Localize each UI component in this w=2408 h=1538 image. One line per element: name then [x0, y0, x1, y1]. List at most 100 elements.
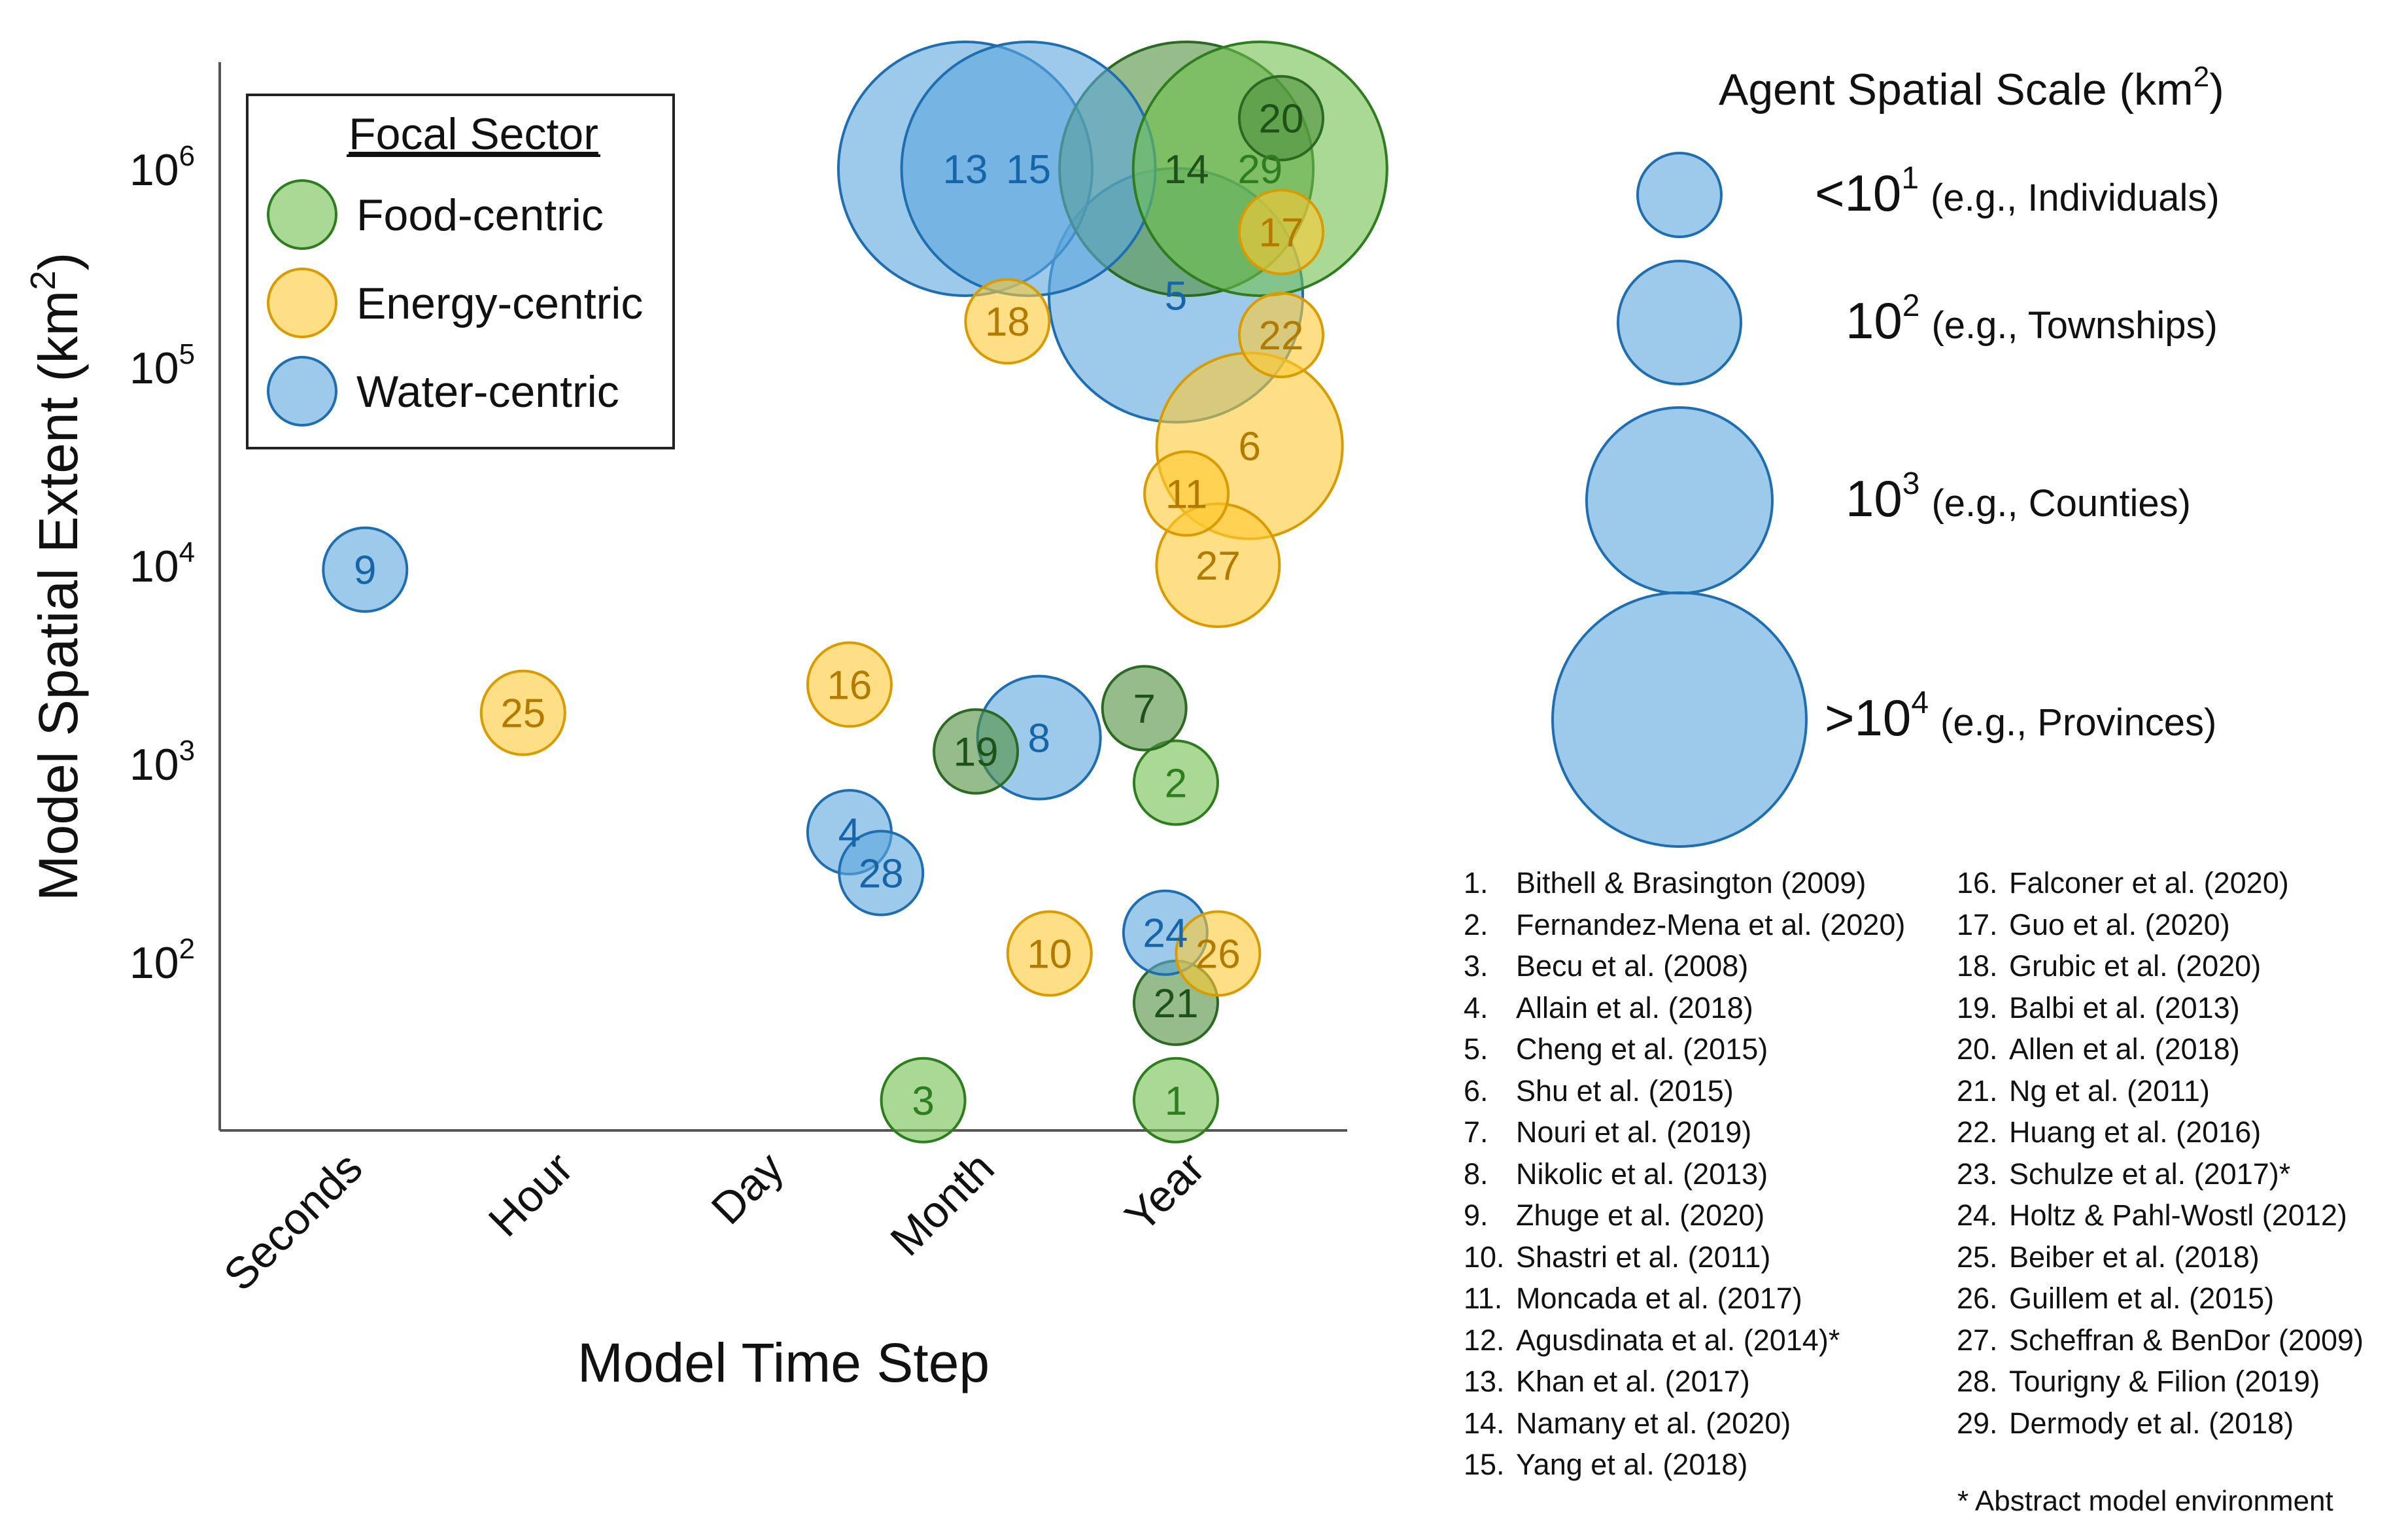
size-legend-circle-4 [1551, 591, 1808, 848]
reference-text: Namany et al. (2020) [1516, 1406, 1791, 1440]
reference-number: 5. [1464, 1032, 1488, 1066]
reference-number: 18. [1957, 949, 1998, 983]
reference-item: 4.Allain et al. (2018) [1464, 987, 1905, 1029]
reference-text: Becu et al. (2008) [1516, 949, 1749, 983]
bubble-22 [1238, 292, 1324, 379]
reference-column-1: 1.Bithell & Brasington (2009)2.Fernandez… [1464, 862, 1905, 1486]
reference-text: Moncada et al. (2017) [1516, 1282, 1802, 1315]
reference-number: 9. [1464, 1198, 1488, 1232]
reference-text: Nouri et al. (2019) [1516, 1115, 1752, 1149]
bubble-1 [1133, 1057, 1219, 1144]
reference-item: 2.Fernandez-Mena et al. (2020) [1464, 904, 1905, 946]
reference-text: Schulze et al. (2017)* [2009, 1157, 2291, 1191]
legend-label-energy: Energy-centric [356, 279, 643, 328]
legend-label-water: Water-centric [356, 367, 619, 417]
reference-number: 7. [1464, 1115, 1488, 1149]
reference-item: 14. Namany et al. (2020) [1464, 1403, 1905, 1444]
bubble-label-15: 15 [1006, 147, 1051, 192]
bubble-label-21: 21 [1154, 981, 1199, 1026]
reference-number: 16. [1957, 866, 1998, 900]
y-tick-label: 102 [129, 933, 195, 988]
size-legend-label-1: <101(e.g., Individuals) [1815, 161, 2220, 222]
reference-column-2: 16.Falconer et al. (2020)17.Guo et al. (… [1957, 862, 2364, 1444]
reference-item: 13.Khan et al. (2017) [1464, 1361, 1905, 1403]
size-legend: Agent Spatial Scale (km2) <101(e.g., Indi… [1551, 61, 2224, 848]
reference-number: 3. [1464, 949, 1488, 983]
bubble-label-25: 25 [500, 691, 545, 737]
bubble-label-4: 4 [838, 811, 861, 856]
reference-item: 20. Allen et al. (2018) [1957, 1028, 2364, 1070]
bubble-label-13: 13 [943, 147, 988, 192]
sector-legend-title: Focal Sector [349, 109, 598, 159]
reference-number: 21. [1957, 1074, 1998, 1108]
reference-item: 24. Holtz & Pahl-Wostl (2012) [1957, 1195, 2364, 1236]
x-tick-label: Seconds [215, 1143, 372, 1301]
bubble-label-16: 16 [827, 663, 872, 708]
reference-text: Holtz & Pahl-Wostl (2012) [2009, 1198, 2347, 1232]
reference-text: Nikolic et al. (2013) [1516, 1157, 1768, 1191]
reference-text: Balbi et al. (2013) [2009, 990, 2240, 1024]
reference-text: Allen et al. (2018) [2009, 1032, 2240, 1066]
reference-number: 10. [1464, 1240, 1505, 1274]
reference-text: Fernandez-Mena et al. (2020) [1516, 907, 1906, 941]
sector-legend: Focal SectorFood-centricEnergy-centricWa… [246, 94, 675, 449]
reference-item: 7. Nouri et al. (2019) [1464, 1111, 1905, 1153]
x-tick-label: Day [702, 1143, 793, 1234]
reference-number: 29. [1957, 1406, 1998, 1440]
bubble-label-22: 22 [1259, 313, 1304, 358]
y-axis-title: Model Spatial Extent (km2) [24, 253, 89, 901]
bubble-label-24: 24 [1143, 911, 1188, 956]
reference-text: Shu et al. (2015) [1516, 1074, 1734, 1108]
bubble-label-8: 8 [1027, 716, 1050, 761]
reference-text: Ng et al. (2011) [2009, 1074, 2210, 1108]
reference-number: 28. [1957, 1365, 1998, 1398]
reference-item: 1.Bithell & Brasington (2009) [1464, 862, 1905, 904]
reference-text: Huang et al. (2016) [2009, 1115, 2262, 1149]
reference-list: 1.Bithell & Brasington (2009)2.Fernandez… [1464, 862, 2399, 1516]
bubble-label-27: 27 [1195, 544, 1241, 589]
reference-item: 21. Ng et al. (2011) [1957, 1070, 2364, 1112]
x-tick-label: Month [881, 1143, 1003, 1265]
size-legend-title: Agent Spatial Scale (km2) [1719, 61, 2224, 114]
reference-number: 20. [1957, 1032, 1998, 1066]
y-tick-label: 105 [129, 338, 195, 393]
size-legend-circle-2 [1617, 260, 1742, 385]
bubble-20 [1238, 75, 1324, 162]
x-axis-title: Model Time Step [577, 1332, 989, 1393]
bubble-3 [880, 1057, 967, 1144]
reference-number: 25. [1957, 1240, 1998, 1274]
size-legend-label-3: 103(e.g., Counties) [1846, 466, 2191, 527]
reference-text: Guo et al. (2020) [2009, 907, 2230, 941]
reference-item: 18. Grubic et al. (2020) [1957, 945, 2364, 987]
reference-number: 23. [1957, 1157, 1998, 1191]
footnote: * Abstract model environment [1957, 1485, 2333, 1517]
reference-text: Grubic et al. (2020) [2009, 949, 2262, 983]
reference-item: 19.Balbi et al. (2013) [1957, 987, 2364, 1029]
size-legend-label-4: >104(e.g., Provinces) [1825, 686, 2216, 746]
reference-number: 27. [1957, 1323, 1998, 1357]
reference-number: 11. [1464, 1282, 1503, 1315]
bubble-label-26: 26 [1195, 932, 1241, 977]
bubble-label-17: 17 [1259, 211, 1304, 256]
bubbles [322, 41, 1388, 1144]
reference-text: Falconer et al. (2020) [2009, 866, 2289, 900]
reference-text: Beiber et al. (2018) [2009, 1240, 2260, 1274]
reference-item: 25. Beiber et al. (2018) [1957, 1236, 2364, 1278]
reference-number: 4. [1464, 990, 1488, 1024]
reference-text: Dermody et al. (2018) [2009, 1406, 2294, 1440]
reference-number: 24. [1957, 1198, 1998, 1232]
bubble-25 [479, 669, 566, 756]
reference-text: Scheffran & BenDor (2009) [2009, 1323, 2364, 1357]
reference-item: 27. Scheffran & BenDor (2009) [1957, 1320, 2364, 1361]
reference-item: 22.Huang et al. (2016) [1957, 1111, 2364, 1153]
bubble-label-28: 28 [859, 852, 904, 897]
reference-text: Yang et al. (2018) [1516, 1448, 1748, 1481]
reference-item: 29. Dermody et al. (2018) [1957, 1403, 2364, 1444]
reference-item: 5.Cheng et al. (2015) [1464, 1028, 1905, 1070]
reference-item: 11. Moncada et al. (2017) [1464, 1278, 1905, 1320]
bubble-label-9: 9 [354, 548, 376, 593]
legend-swatch-water [267, 356, 337, 427]
legend-label-food: Food-centric [356, 190, 604, 240]
reference-number: 14. [1464, 1406, 1505, 1440]
